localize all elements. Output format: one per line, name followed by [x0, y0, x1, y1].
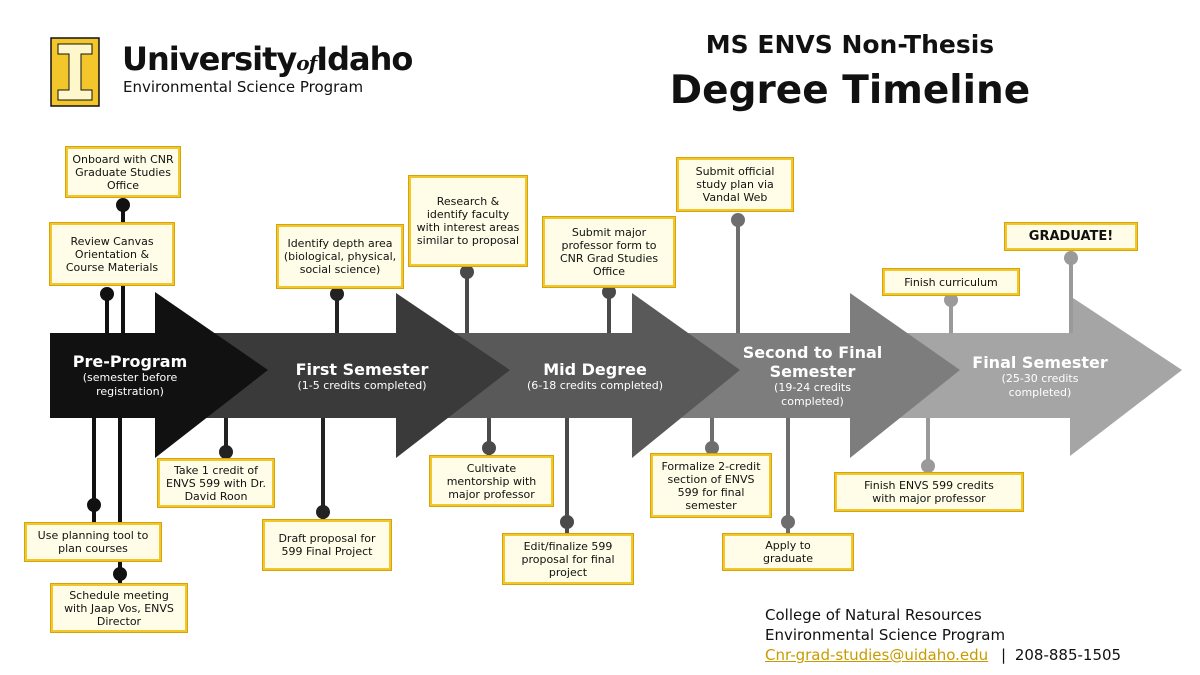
- task-schedule-meeting: Schedule meeting with Jaap Vos, ENVS Dir…: [50, 583, 188, 633]
- stage-mid-degree: Mid Degree (6-18 credits completed): [526, 360, 664, 392]
- task-edit-proposal: Edit/finalize 599 proposal for final pro…: [502, 533, 634, 585]
- task-finish-599: Finish ENVS 599 credits with major profe…: [834, 472, 1024, 512]
- task-formalize-599: Formalize 2-credit section of ENVS 599 f…: [650, 453, 772, 518]
- stage-pre-program: Pre-Program (semester before registratio…: [72, 352, 188, 398]
- task-planning-tool: Use planning tool to plan courses: [24, 522, 162, 562]
- program-subtitle: Environmental Science Program: [123, 78, 364, 96]
- stage-arrow-3: [420, 293, 740, 458]
- task-study-plan: Submit official study plan via Vandal We…: [676, 157, 794, 212]
- contact-phone: 208-885-1505: [1014, 646, 1122, 664]
- contact-program: Environmental Science Program: [765, 626, 1006, 644]
- stage-arrow-1: [50, 292, 268, 458]
- task-cultivate-mentorship: Cultivate mentorship with major professo…: [429, 455, 554, 507]
- stage-final-semester: Final Semester (25-30 credits completed): [972, 353, 1108, 399]
- university-logo-icon: [50, 37, 100, 107]
- task-graduate: GRADUATE!: [1004, 222, 1138, 251]
- task-identify-depth: Identify depth area (biological, physica…: [276, 224, 404, 289]
- page-title: Degree Timeline: [669, 68, 1031, 113]
- task-research-faculty: Research & identify faculty with interes…: [408, 175, 528, 267]
- task-onboard: Onboard with CNR Graduate Studies Office: [65, 146, 181, 198]
- task-take-599: Take 1 credit of ENVS 599 with Dr. David…: [157, 458, 275, 508]
- contact-separator: |: [1000, 646, 1007, 664]
- stage-arrow-4: [650, 293, 960, 458]
- contact-college: College of Natural Resources: [765, 606, 982, 624]
- university-name: UniversityofIdaho: [122, 40, 413, 78]
- task-finish-curriculum: Finish curriculum: [882, 268, 1020, 296]
- stage-arrow-5: [880, 296, 1182, 456]
- contact-line: Cnr-grad-studies@uidaho.edu | 208-885-15…: [765, 646, 1121, 664]
- contact-email-link[interactable]: Cnr-grad-studies@uidaho.edu: [765, 646, 989, 664]
- task-review-canvas: Review Canvas Orientation & Course Mater…: [49, 222, 175, 286]
- task-apply-graduate: Apply to graduate: [722, 533, 854, 571]
- stage-second-to-final: Second to Final Semester (19-24 credits …: [742, 343, 883, 408]
- task-major-professor-form: Submit major professor form to CNR Grad …: [542, 216, 676, 288]
- stage-first-semester: First Semester (1-5 credits completed): [295, 360, 429, 392]
- title-line-1: MS ENVS Non-Thesis: [705, 30, 995, 59]
- stage-arrow-2: [190, 293, 510, 458]
- task-draft-proposal: Draft proposal for 599 Final Project: [262, 519, 392, 571]
